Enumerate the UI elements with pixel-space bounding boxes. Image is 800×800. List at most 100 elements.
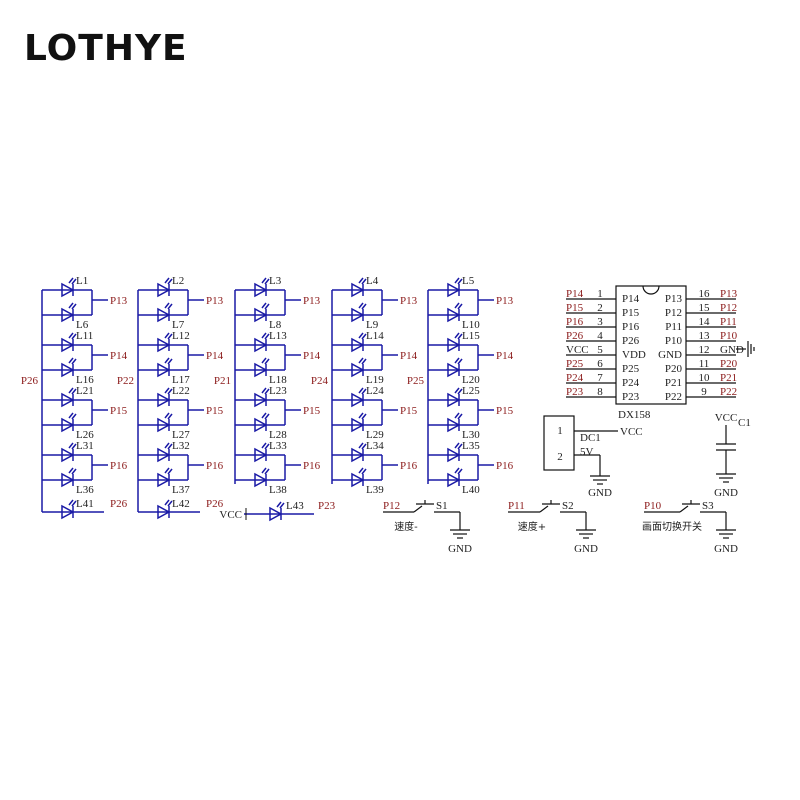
led-label: L11: [76, 330, 93, 342]
led-L5-ray: [454, 277, 460, 284]
led-L18-symbol: [254, 362, 268, 378]
row-pin-label: P13: [110, 295, 128, 307]
led-L12-symbol: [157, 337, 171, 353]
led-L13-ray: [261, 332, 267, 339]
led-L36-ray: [71, 468, 77, 475]
led-L24-ray: [361, 388, 367, 395]
led-L27-symbol: [157, 417, 171, 433]
led-L37-ray: [167, 468, 173, 475]
led-L38-symbol: [254, 472, 268, 488]
switch-label: 速度+: [518, 520, 546, 533]
led-label: L29: [366, 429, 384, 441]
connector-voltage: 5V: [580, 446, 594, 458]
led-label: L5: [462, 275, 475, 287]
led-L19-symbol: [351, 362, 365, 378]
row-pin-label: P15: [496, 405, 514, 417]
led-L28-symbol: [254, 417, 268, 433]
led-L39-ray: [358, 467, 364, 474]
led-label: L23: [269, 385, 287, 397]
led-label: L13: [269, 330, 287, 342]
led-L12-ray: [167, 333, 173, 340]
led-L40-ray: [457, 468, 463, 475]
led-L40-ray: [454, 467, 460, 474]
led-L4-symbol: [351, 282, 365, 298]
led-label: L3: [269, 275, 282, 287]
led-label: L17: [172, 374, 190, 386]
led-L26-ray: [68, 412, 74, 419]
led-label: L27: [172, 429, 190, 441]
led-L1-symbol: [61, 282, 75, 298]
led-L7-symbol: [157, 307, 171, 323]
led-L43-ray: [276, 501, 282, 508]
led-L13-symbol: [254, 337, 268, 353]
led-L34-ray: [361, 443, 367, 450]
led-L34-ray: [358, 442, 364, 449]
chip-notch: [642, 285, 660, 295]
led-L9-symbol: [351, 307, 365, 323]
led-label: L8: [269, 319, 282, 331]
led-L10-symbol: [447, 307, 461, 323]
switch-gnd-label: GND: [714, 543, 738, 555]
led-label: L25: [462, 385, 480, 397]
led-L20-ray: [454, 357, 460, 364]
led-L27-ray: [164, 412, 170, 419]
led-L42-ray: [167, 500, 173, 507]
led-L22-ray: [167, 388, 173, 395]
led-label: L14: [366, 330, 384, 342]
led-L6-symbol: [61, 307, 75, 323]
led-L23-ray: [261, 387, 267, 394]
led-L32-symbol: [157, 447, 171, 463]
led-L23-symbol: [254, 392, 268, 408]
connector-name: DC1: [580, 432, 601, 444]
led-L6-ray: [68, 302, 74, 309]
led-L29-ray: [361, 413, 367, 420]
led-L18-ray: [261, 357, 267, 364]
chip-right-pin-name: P11: [665, 321, 682, 333]
row-pin-label: P14: [206, 350, 224, 362]
chip-body: [615, 285, 687, 405]
chip-name: DX158: [618, 409, 651, 421]
row-pin-label: P15: [303, 405, 321, 417]
row-pin-label: P14: [400, 350, 418, 362]
led-label: L4: [366, 275, 379, 287]
switch-contact: [539, 505, 549, 513]
led-label: L28: [269, 429, 287, 441]
chip-pin-number: 10: [699, 372, 711, 384]
led-column-common-label: P22: [117, 375, 134, 387]
chip-left-ext-label: P25: [566, 358, 584, 370]
led-L30-symbol: [447, 417, 461, 433]
row-pin-label: P16: [206, 460, 224, 472]
led-label: L2: [172, 275, 184, 287]
chip-pin-number: 8: [597, 386, 603, 398]
led-L9-ray: [358, 302, 364, 309]
led-label: L22: [172, 385, 190, 397]
led-L28-ray: [264, 413, 270, 420]
led-L11-ray: [71, 333, 77, 340]
row-pin-label: P13: [400, 295, 418, 307]
led-L2-ray: [167, 278, 173, 285]
l43-vcc-label: VCC: [219, 509, 242, 521]
led-label: L33: [269, 440, 287, 452]
led-L41-ray: [68, 499, 74, 506]
chip-left-ext-label: P23: [566, 386, 584, 398]
switch-label: 速度-: [394, 520, 418, 533]
led-L10-ray: [454, 302, 460, 309]
switch-name: S2: [562, 500, 574, 512]
led-L36-ray: [68, 467, 74, 474]
connector-gnd-label: GND: [588, 487, 612, 499]
chip-left-pin-name: P25: [622, 363, 640, 375]
led-L17-symbol: [157, 362, 171, 378]
chip-pin-number: 14: [699, 316, 711, 328]
led-label: L9: [366, 319, 379, 331]
led-L33-symbol: [254, 447, 268, 463]
led-L29-symbol: [351, 417, 365, 433]
row-pin-label: P16: [496, 460, 514, 472]
switch-name: S1: [436, 500, 448, 512]
led-L25-ray: [457, 388, 463, 395]
led-L20-ray: [457, 358, 463, 365]
led-label: L21: [76, 385, 94, 397]
chip-pin-number: 3: [597, 316, 603, 328]
led-L33-ray: [264, 443, 270, 450]
chip-pin-number: 13: [699, 330, 711, 342]
led-L1-ray: [68, 277, 74, 284]
